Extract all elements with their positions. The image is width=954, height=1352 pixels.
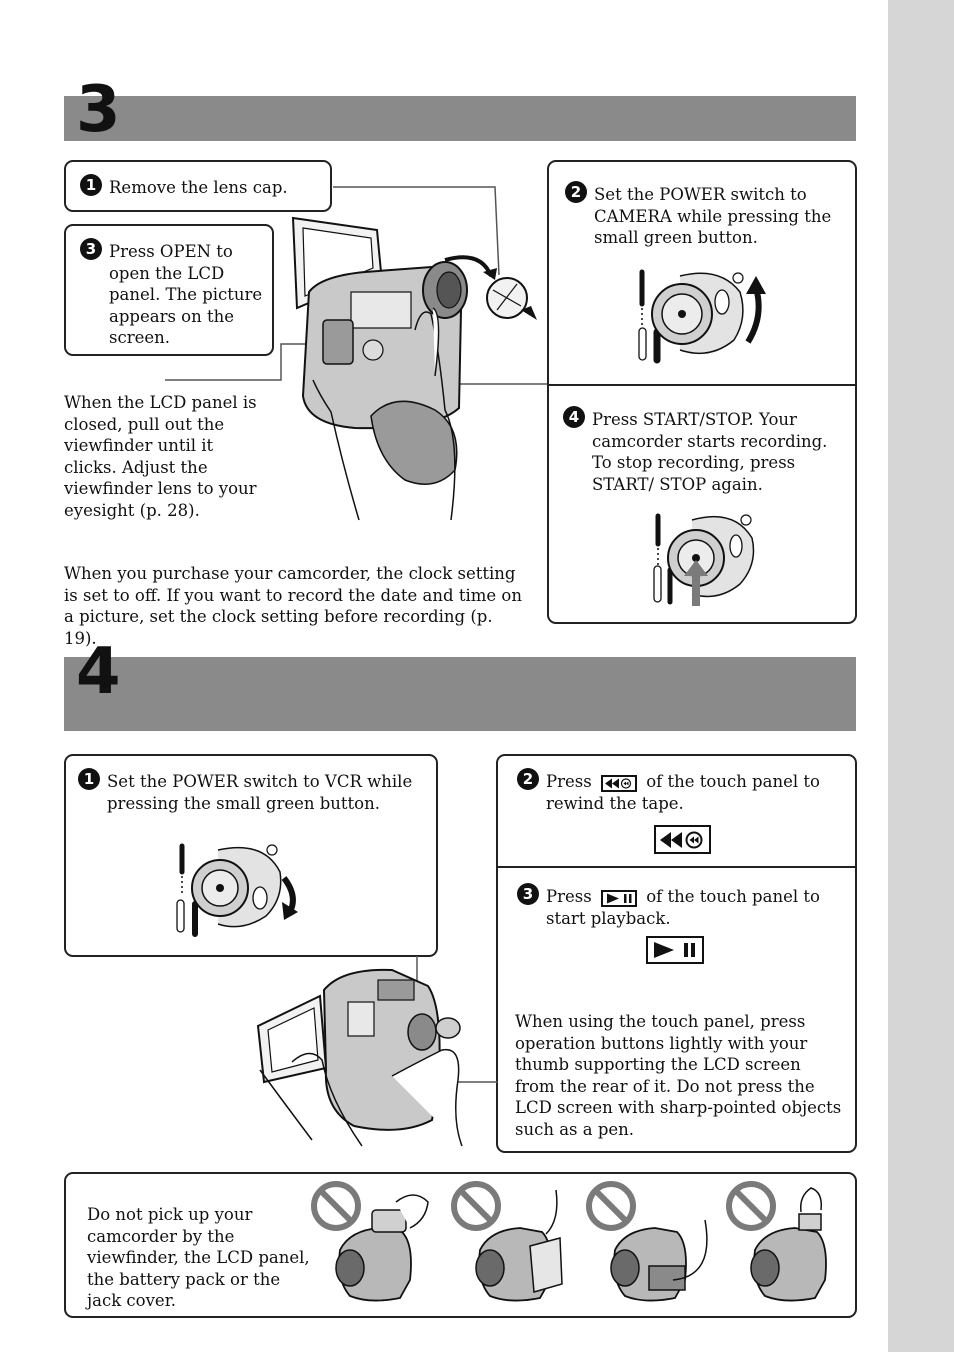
camcorder-recording-illustration <box>165 186 547 521</box>
side-tab-strip <box>888 0 954 1352</box>
no-viewfinder-icon <box>311 1181 429 1302</box>
step-number-badge: 4 <box>563 406 585 428</box>
warning-text: Do not pick up your camcorder by the vie… <box>87 1205 310 1310</box>
step-number-badge: 2 <box>517 768 539 790</box>
step-text: Remove the lens cap. <box>109 178 288 197</box>
step-text: Set the POWER switch to CAMERA while pre… <box>594 185 832 247</box>
step-text: Set the POWER switch to VCR while pressi… <box>107 772 413 813</box>
viewfinder-note: When the LCD panel is closed, pull out t… <box>64 393 257 520</box>
rewind-button-icon <box>654 825 711 854</box>
section-4-number: 4 <box>76 635 121 709</box>
step-number-badge: 3 <box>517 883 539 905</box>
steps-playback: 2 Press of the touch panel to rewind the… <box>496 754 857 1153</box>
power-switch-camera-illustration <box>638 269 766 364</box>
step-text: Press OPEN to open the LCD panel. The pi… <box>109 242 263 347</box>
power-switch-vcr-illustration <box>176 843 298 937</box>
step-number-badge: 2 <box>565 181 587 203</box>
step-number-badge: 1 <box>78 768 100 790</box>
step-number-badge: 1 <box>80 174 102 196</box>
section-3-number: 3 <box>76 73 121 147</box>
rewind-icon <box>600 775 637 792</box>
no-jack-cover-icon <box>726 1181 827 1302</box>
camcorder-playback-illustration <box>256 956 498 1147</box>
start-stop-illustration <box>653 513 755 606</box>
step-text-before: Press <box>546 887 592 906</box>
section-3-header <box>64 96 856 141</box>
divider <box>498 866 855 868</box>
step-text: Press START/STOP. Your camcorder starts … <box>592 410 828 494</box>
step-remove-lens-cap: 1 Remove the lens cap. <box>64 160 332 212</box>
step-text-after: of the touch panel to rewind the tape. <box>546 772 820 813</box>
no-battery-pack-icon <box>586 1181 708 1302</box>
step-text-before: Press <box>546 772 592 791</box>
step-number-badge: 3 <box>80 238 102 260</box>
clock-note: When you purchase your camcorder, the cl… <box>64 564 522 648</box>
play-pause-icon <box>600 890 637 907</box>
handling-warning: Do not pick up your camcorder by the vie… <box>64 1172 857 1318</box>
no-lcd-panel-icon <box>451 1181 563 1302</box>
play-pause-button-icon <box>646 936 704 964</box>
step-text-after: of the touch panel to start playback. <box>546 887 820 928</box>
step-text: Press of the touch panel to rewind the t… <box>546 771 846 814</box>
step-open-lcd: 3 Press OPEN to open the LCD panel. The … <box>64 224 274 356</box>
section-4-header <box>64 657 856 731</box>
divider <box>549 384 855 386</box>
touch-panel-note: When using the touch panel, press operat… <box>515 1012 842 1139</box>
step-text: Press of the touch panel to start playba… <box>546 886 846 929</box>
